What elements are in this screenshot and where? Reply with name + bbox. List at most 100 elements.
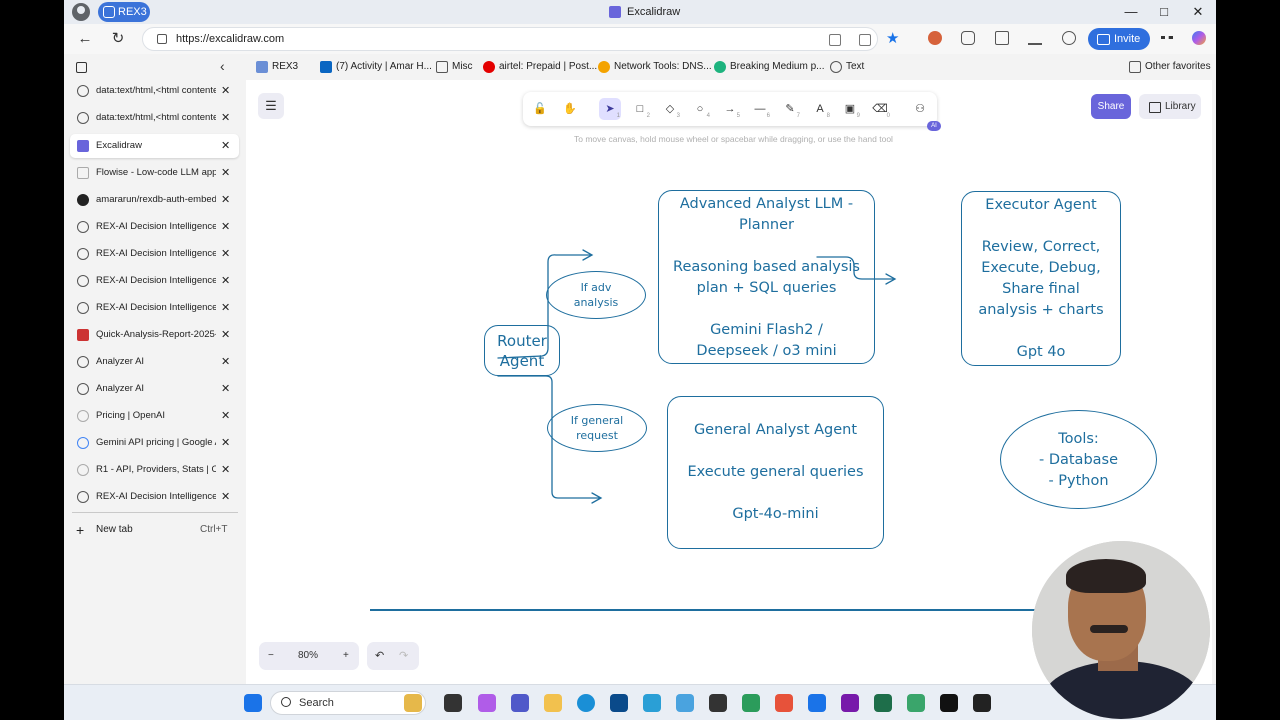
tab-item[interactable]: amararun/rexdb-auth-embed-✕ — [70, 188, 239, 212]
notepad-icon[interactable] — [907, 694, 925, 712]
edge-icon[interactable] — [577, 694, 595, 712]
zoom-level[interactable]: 80% — [298, 650, 319, 661]
tab-item[interactable]: R1 - API, Providers, Stats | Ope✕ — [70, 458, 239, 482]
bookmark-folder-misc[interactable]: Misc — [436, 56, 473, 78]
cursor-app-icon[interactable] — [940, 694, 958, 712]
lock-tool-icon[interactable]: 🔓 — [533, 103, 547, 115]
tab-item[interactable]: data:text/html,<html contente✕ — [70, 79, 239, 103]
selection-tool-icon[interactable]: ➤1 — [599, 98, 621, 120]
widgets-icon[interactable] — [404, 694, 422, 712]
close-tab-icon[interactable]: ✕ — [221, 167, 231, 179]
ellipse-tool-icon[interactable]: ○4 — [689, 98, 711, 120]
if-general-request-ellipse[interactable]: If general request — [547, 404, 647, 452]
snipping-tool-icon[interactable] — [676, 694, 694, 712]
other-favorites[interactable]: Other favorites — [1129, 56, 1211, 78]
tab-item[interactable]: Gemini API pricing | Google A✕ — [70, 431, 239, 455]
main-menu-icon[interactable]: ☰ — [258, 93, 284, 119]
more-tools-icon[interactable]: ⚇ — [915, 103, 925, 115]
close-tab-icon[interactable]: ✕ — [221, 329, 231, 341]
redo-icon[interactable]: ↷ — [399, 650, 409, 662]
bookmark-breaking-medium[interactable]: Breaking Medium p... — [714, 56, 825, 78]
image-tool-icon[interactable]: ▣9 — [839, 98, 861, 120]
app-available-icon[interactable] — [829, 34, 841, 46]
close-window-button[interactable]: ✕ — [1192, 4, 1204, 19]
more-options-icon[interactable] — [1161, 36, 1173, 39]
if-adv-analysis-ellipse[interactable]: If adv analysis — [546, 271, 646, 319]
close-tab-icon[interactable]: ✕ — [221, 248, 231, 260]
tab-item[interactable]: Quick-Analysis-Report-2025-0✕ — [70, 323, 239, 347]
video-app-icon[interactable] — [742, 694, 760, 712]
windows-start-icon[interactable] — [244, 694, 262, 712]
clipchamp-icon[interactable] — [709, 694, 727, 712]
favorite-star-icon[interactable]: ★ — [886, 30, 900, 47]
read-aloud-icon[interactable] — [859, 34, 871, 46]
close-tab-icon[interactable]: ✕ — [221, 383, 231, 395]
bookmark-network-tools[interactable]: Network Tools: DNS... — [598, 56, 712, 78]
tab-item[interactable]: REX-AI Decision Intelligence✕ — [70, 269, 239, 293]
close-tab-icon[interactable]: ✕ — [221, 437, 231, 449]
arrow-tool-icon[interactable]: →5 — [719, 98, 741, 120]
url-text[interactable]: https://excalidraw.com — [176, 33, 285, 45]
paint-icon[interactable] — [775, 694, 793, 712]
close-tab-icon[interactable]: ✕ — [221, 302, 231, 314]
extension-icon[interactable] — [928, 31, 942, 45]
tools-ellipse[interactable]: Tools: - Database - Python — [1000, 410, 1157, 509]
close-tab-icon[interactable]: ✕ — [221, 410, 231, 422]
back-icon[interactable]: ← — [77, 30, 93, 47]
diamond-tool-icon[interactable]: ◇3 — [659, 98, 681, 120]
terminal-icon[interactable] — [973, 694, 991, 712]
extensions-puzzle-icon[interactable] — [961, 31, 975, 45]
general-analyst-box[interactable]: General Analyst Agent Execute general qu… — [667, 396, 884, 549]
close-tab-icon[interactable]: ✕ — [221, 194, 231, 206]
zoom-out-button[interactable]: − — [268, 650, 274, 661]
profile-icon[interactable] — [72, 3, 90, 21]
onenote-icon[interactable] — [841, 694, 859, 712]
undo-icon[interactable]: ↶ — [375, 650, 385, 662]
share-button[interactable]: Share — [1091, 94, 1131, 119]
close-tab-icon[interactable]: ✕ — [221, 85, 231, 97]
tab-item[interactable]: REX-AI Decision Intelligence✕ — [70, 485, 239, 509]
tab-item[interactable]: Flowise - Low-code LLM apps✕ — [70, 161, 239, 185]
close-tab-icon[interactable]: ✕ — [221, 491, 231, 503]
file-explorer-icon[interactable] — [544, 694, 562, 712]
dell-icon[interactable] — [610, 694, 628, 712]
minimize-button[interactable]: — — [1124, 4, 1138, 19]
invite-button[interactable]: Invite — [1088, 28, 1150, 50]
close-tab-icon[interactable]: ✕ — [221, 140, 231, 152]
refresh-icon[interactable]: ↻ — [111, 30, 125, 47]
draw-tool-icon[interactable]: ✎7 — [779, 98, 801, 120]
new-tab-button[interactable]: + New tab Ctrl+T — [76, 521, 236, 539]
collapse-pane-icon[interactable]: ‹ — [220, 58, 225, 74]
favorites-icon[interactable] — [995, 31, 1009, 45]
remote-desktop-icon[interactable] — [643, 694, 661, 712]
hand-tool-icon[interactable]: ✋ — [563, 103, 577, 115]
bookmark-airtel[interactable]: airtel: Prepaid | Post... — [483, 56, 597, 78]
taskbar-search[interactable]: Search — [270, 691, 426, 715]
terminal-green-icon[interactable] — [874, 694, 892, 712]
tab-item-active[interactable]: Excalidraw✕ — [70, 134, 239, 158]
copilot-icon[interactable] — [1192, 31, 1206, 45]
rectangle-tool-icon[interactable]: □2 — [629, 98, 651, 120]
bookmark-rex3[interactable]: REX3 — [256, 56, 298, 78]
workspace-button[interactable]: REX3 — [98, 2, 150, 22]
task-view-icon[interactable] — [444, 694, 462, 712]
tab-item[interactable]: REX-AI Decision Intelligence✕ — [70, 296, 239, 320]
tab-item[interactable]: Analyzer AI✕ — [70, 350, 239, 374]
maximize-button[interactable]: □ — [1160, 4, 1168, 19]
close-tab-icon[interactable]: ✕ — [221, 464, 231, 476]
line-tool-icon[interactable]: —6 — [749, 98, 771, 120]
lock-icon[interactable] — [157, 34, 167, 44]
bookmark-linkedin[interactable]: (7) Activity | Amar H... — [320, 56, 432, 78]
outlook-icon[interactable] — [808, 694, 826, 712]
advanced-analyst-box[interactable]: Advanced Analyst LLM - Planner Reasoning… — [658, 190, 875, 364]
tab-item[interactable]: Analyzer AI✕ — [70, 377, 239, 401]
tab-item[interactable]: data:text/html,<html contente✕ — [70, 106, 239, 130]
address-bar[interactable]: https://excalidraw.com — [142, 27, 878, 51]
feedback-icon[interactable] — [1062, 31, 1076, 45]
router-agent-box[interactable]: Router Agent — [484, 325, 560, 376]
downloads-icon[interactable] — [1028, 31, 1042, 45]
tab-item[interactable]: REX-AI Decision Intelligence✕ — [70, 215, 239, 239]
teams-icon[interactable] — [511, 694, 529, 712]
close-tab-icon[interactable]: ✕ — [221, 221, 231, 233]
